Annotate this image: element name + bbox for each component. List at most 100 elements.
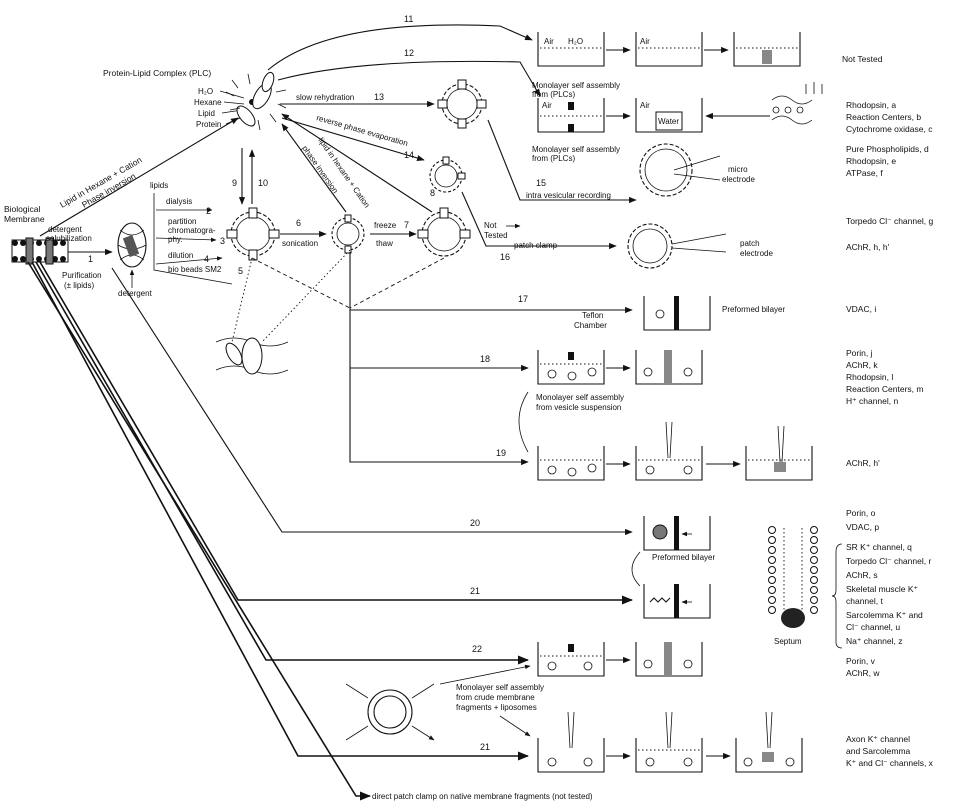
svg-text:Not Tested: Not Tested	[842, 54, 883, 64]
patch-clamp-vesicle-icon	[628, 224, 726, 268]
svg-text:Axon K⁺ channel: Axon K⁺ channel	[846, 734, 910, 744]
rpe-vesicle-icon	[430, 157, 465, 192]
svg-text:Biological: Biological	[4, 204, 40, 214]
svg-text:Purification: Purification	[62, 271, 102, 280]
row11-beaker-3	[734, 32, 800, 66]
step-21b-label: 21	[480, 742, 490, 752]
liposome-icon	[346, 684, 434, 740]
large-vesicle-icon	[418, 208, 470, 256]
row12-beaker-1: Air	[538, 98, 604, 132]
preformed-bilayer-2-label: Preformed bilayer	[652, 553, 715, 562]
intra-vesicular-label: intra vesicular recording	[526, 191, 611, 200]
svg-text:detergent: detergent	[48, 225, 83, 234]
biological-membrane-label: Biological Membrane	[4, 204, 45, 224]
step-21a-label: 21	[470, 586, 480, 596]
svg-text:Porin, j: Porin, j	[846, 348, 873, 358]
result-21b: Axon K⁺ channel and Sarcolemma K⁺ and Cl…	[846, 734, 934, 768]
step-18-label: 18	[480, 354, 490, 364]
arrow-crude-to-22	[440, 666, 530, 684]
step-8-label: 8	[430, 188, 435, 198]
svg-text:Monolayer self assembly: Monolayer self assembly	[532, 145, 620, 154]
step-14-label: 14	[404, 150, 414, 160]
svg-text:from (PLCs): from (PLCs)	[532, 90, 575, 99]
freeze-label: freeze	[374, 221, 397, 230]
svg-text:Skeletal muscle K⁺: Skeletal muscle K⁺	[846, 584, 918, 594]
partition-label-2: chromatogra-	[168, 226, 216, 235]
svg-text:from vesicle suspension: from vesicle suspension	[536, 403, 621, 412]
arrow-lipid-hexane	[40, 118, 238, 236]
arrow-step-19	[350, 252, 528, 462]
svg-text:from crude membrane: from crude membrane	[456, 693, 535, 702]
plc-title: Protein-Lipid Complex (PLC)	[103, 68, 211, 78]
arrow-crude-to-21b	[500, 716, 530, 736]
purification-label: Purification (± lipids)	[62, 271, 102, 290]
svg-text:H₂O: H₂O	[568, 37, 583, 46]
svg-text:Chamber: Chamber	[574, 321, 607, 330]
svg-text:AChR, k: AChR, k	[846, 360, 878, 370]
step-22-label: 22	[472, 644, 482, 654]
step-16-label: 16	[500, 252, 510, 262]
svg-text:SR K⁺ channel, q: SR K⁺ channel, q	[846, 542, 912, 552]
detergent-micelle-icon	[118, 223, 146, 267]
lipid-bilayer-icon	[772, 82, 822, 124]
svg-text:Torpedo Cl⁻ channel, g: Torpedo Cl⁻ channel, g	[846, 216, 933, 226]
svg-text:K⁺ and Cl⁻ channels, x: K⁺ and Cl⁻ channels, x	[846, 758, 934, 768]
result-13: Pure Phospholipids, d Rhodopsin, e ATPas…	[846, 144, 929, 178]
svg-text:Teflon: Teflon	[582, 311, 603, 320]
svg-text:Monolayer self assembly: Monolayer self assembly	[532, 81, 620, 90]
svg-text:H₂O: H₂O	[198, 87, 213, 96]
svg-text:Porin, v: Porin, v	[846, 656, 876, 666]
plc-components: H₂O Hexane Lipid Protein	[194, 87, 222, 129]
result-17: VDAC, i	[846, 304, 876, 314]
not-tested-label-1: Not	[484, 221, 497, 230]
svg-text:AChR, h, h': AChR, h, h'	[846, 242, 890, 252]
svg-text:Air: Air	[542, 101, 552, 110]
svg-text:Torpedo Cl⁻ channel, r: Torpedo Cl⁻ channel, r	[846, 556, 931, 566]
step-12-label: 12	[404, 48, 414, 58]
svg-text:Reaction Centers, m: Reaction Centers, m	[846, 384, 923, 394]
svg-text:Air: Air	[640, 101, 650, 110]
svg-text:Sarcolemma K⁺ and: Sarcolemma K⁺ and	[846, 610, 923, 620]
row18-beaker-1	[538, 350, 604, 384]
svg-text:Reaction Centers, b: Reaction Centers, b	[846, 112, 921, 122]
svg-text:H⁺ channel, n: H⁺ channel, n	[846, 396, 898, 406]
sonication-label: sonication	[282, 239, 318, 248]
monolayer-crude-label: Monolayer self assembly from crude membr…	[456, 683, 544, 712]
step-2-label: 2	[206, 206, 211, 216]
svg-text:VDAC, i: VDAC, i	[846, 304, 876, 314]
svg-text:Monolayer self assembly: Monolayer self assembly	[456, 683, 544, 692]
row19-beaker-3	[746, 426, 812, 480]
svg-text:Membrane: Membrane	[4, 214, 45, 224]
step-7-label: 7	[404, 220, 409, 230]
arrow-partition	[156, 238, 216, 240]
svg-text:Cytochrome oxidase, c: Cytochrome oxidase, c	[846, 124, 933, 134]
micro-electrode-label: micro electrode	[722, 165, 755, 184]
not-tested-label-2: Tested	[484, 231, 508, 240]
svg-text:patch: patch	[740, 239, 760, 248]
svg-text:AChR, h': AChR, h'	[846, 458, 880, 468]
lipids-label: lipids	[150, 181, 168, 190]
step-4-label: 4	[204, 254, 209, 264]
patch-clamp-label: patch clamp	[514, 241, 558, 250]
row22-beaker-1	[538, 642, 604, 676]
step-3-label: 3	[220, 236, 225, 246]
thaw-label: thaw	[376, 239, 393, 248]
svg-text:Air: Air	[544, 37, 554, 46]
svg-text:Na⁺ channel, z: Na⁺ channel, z	[846, 636, 902, 646]
result-22: Porin, v AChR, w	[846, 656, 880, 678]
svg-text:Air: Air	[640, 37, 650, 46]
dotted-to-bilayer-fragment	[232, 250, 350, 342]
step-11-label: 11	[404, 14, 413, 24]
row19-beaker-2	[636, 422, 702, 480]
step-6-label: 6	[296, 218, 301, 228]
biobeads-label: bio beads SM2	[168, 265, 222, 274]
row21a-chamber	[644, 584, 710, 618]
step-1-label: 1	[88, 254, 93, 264]
svg-text:ATPase, f: ATPase, f	[846, 168, 883, 178]
svg-text:micro: micro	[728, 165, 748, 174]
svg-text:AChR, s: AChR, s	[846, 570, 878, 580]
curly-connector-18-19	[519, 392, 528, 452]
row18-beaker-2	[636, 350, 702, 384]
